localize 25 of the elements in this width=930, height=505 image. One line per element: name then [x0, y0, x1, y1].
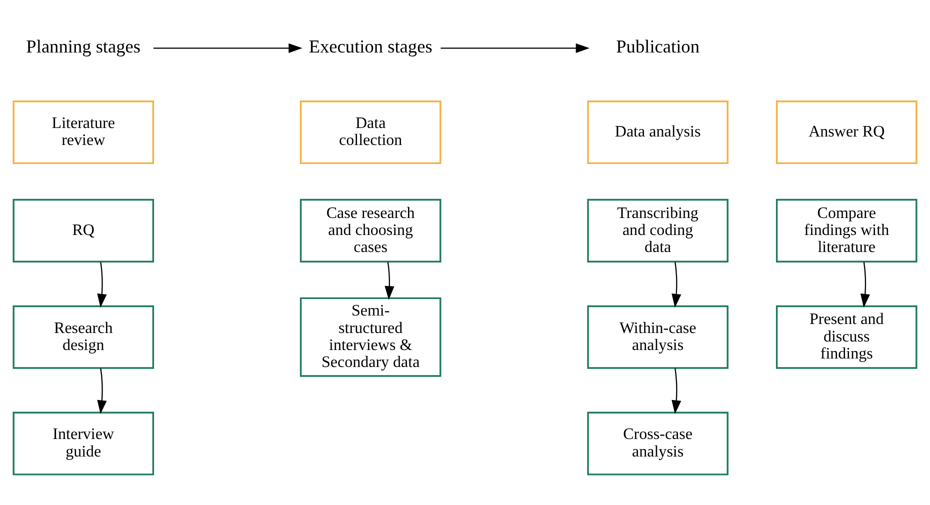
node-box: Case research and choosing cases — [300, 198, 442, 262]
node-box: Data collection — [300, 100, 442, 164]
node-box: Literature review — [12, 100, 154, 164]
arrow — [97, 368, 107, 414]
node-box: Within-case analysis — [587, 304, 728, 368]
node-box: Research design — [12, 304, 154, 368]
node-box: Answer RQ — [776, 100, 918, 164]
node-box: Cross-case analysis — [587, 411, 728, 475]
node-box: Data analysis — [587, 100, 728, 164]
arrow — [384, 261, 394, 300]
node-box: Transcribing and coding data — [587, 198, 728, 262]
node-box: Compare findings with literature — [776, 198, 918, 262]
arrow — [672, 261, 682, 308]
node-box: Present and discuss findings — [776, 304, 918, 368]
arrow — [860, 261, 870, 308]
arrow — [154, 42, 302, 52]
node-text: Planning stages — [26, 36, 141, 56]
node-box: Interview guide — [12, 411, 154, 475]
arrow — [440, 42, 590, 52]
arrow — [672, 368, 682, 414]
node-text: Publication — [616, 36, 700, 56]
node-box: RQ — [12, 198, 154, 262]
node-text: Execution stages — [308, 36, 432, 56]
arrow — [97, 261, 107, 308]
node-box: Semi-structured interviews & Secondary data — [300, 296, 442, 376]
